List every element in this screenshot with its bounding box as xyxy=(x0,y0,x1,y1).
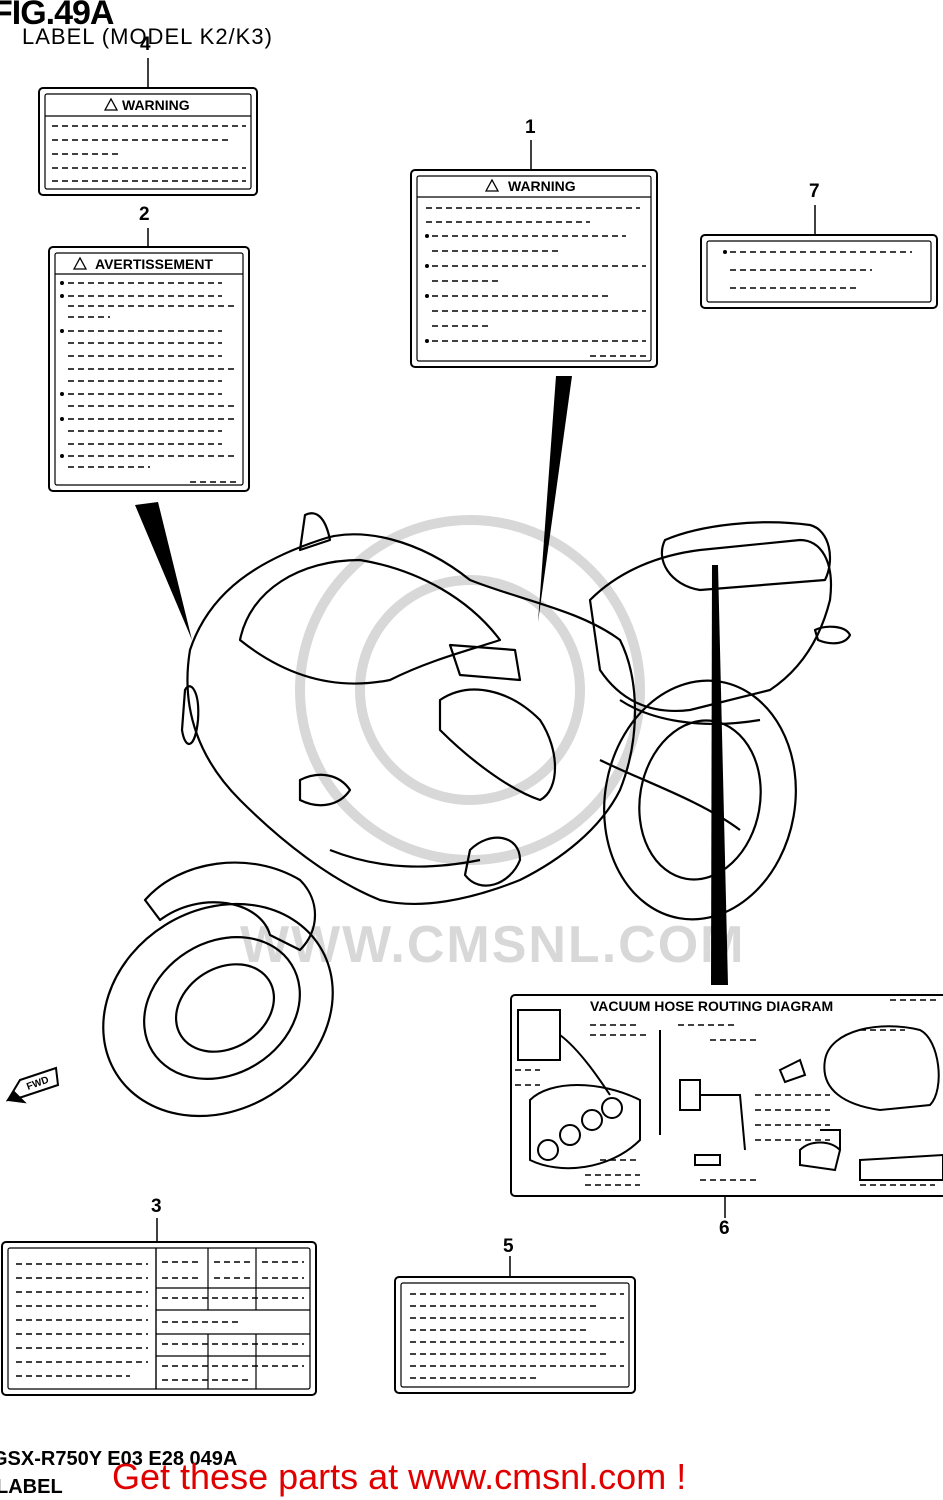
label-5 xyxy=(394,1256,636,1394)
label-4-heading: WARNING xyxy=(122,97,190,113)
motorcycle-illustration xyxy=(102,512,852,1118)
label-1-heading: WARNING xyxy=(508,178,576,194)
label-6-heading: VACUUM HOSE ROUTING DIAGRAM xyxy=(590,998,833,1014)
label-2-heading: AVERTISSEMENT xyxy=(95,256,213,272)
label-3-spec-table xyxy=(1,1218,317,1396)
promo-link[interactable]: Get these parts at www.cmsnl.com ! xyxy=(112,1456,687,1497)
callout-6: 6 xyxy=(719,1218,730,1239)
label-4-warning xyxy=(38,58,258,196)
model-code: GSX-R750Y E03 E28 049A xyxy=(0,1448,238,1470)
label-6-vacuum-hose-diagram xyxy=(510,994,943,1218)
label-2-avertissement xyxy=(48,228,250,492)
callout-2: 2 xyxy=(139,204,150,225)
label-7 xyxy=(700,205,938,309)
callout-4: 4 xyxy=(140,34,151,55)
pointer-wedges xyxy=(135,376,728,985)
fwd-arrow-icon xyxy=(5,1066,60,1104)
figure-subtitle: LABEL (MODEL K2/K3) xyxy=(22,24,273,49)
callout-5: 5 xyxy=(503,1236,514,1257)
callout-7: 7 xyxy=(809,181,820,202)
section-name: LABEL xyxy=(0,1476,63,1498)
watermark-url: WWW.CMSNL.COM xyxy=(240,916,746,974)
callout-3: 3 xyxy=(151,1196,162,1217)
figure-title: FIG.49A xyxy=(0,0,114,32)
label-1-warning xyxy=(410,140,658,368)
callout-1: 1 xyxy=(525,117,536,138)
